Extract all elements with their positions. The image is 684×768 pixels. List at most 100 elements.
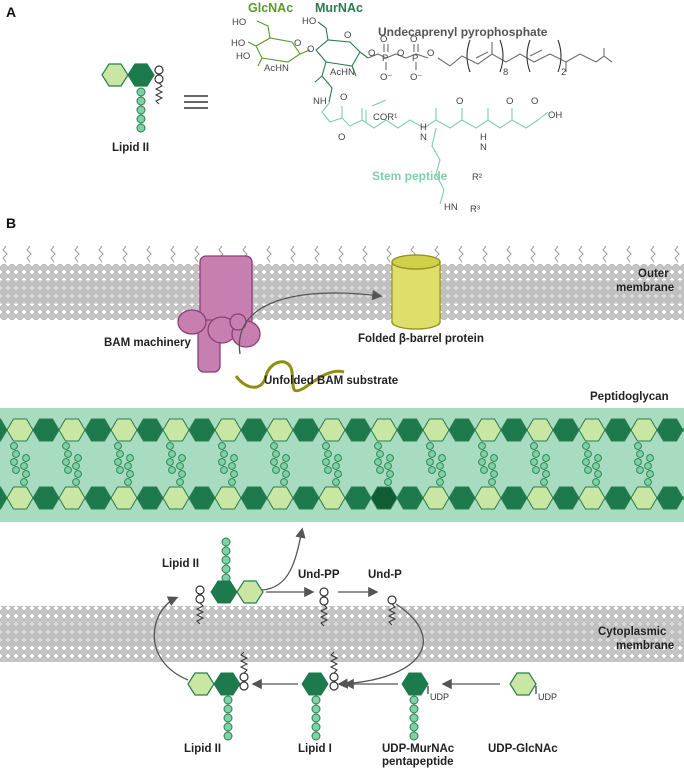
peptide-bead [646, 454, 654, 462]
peptide-bead [636, 466, 644, 474]
peptide-o-1: O [338, 132, 345, 143]
panel-a-label: A [6, 4, 16, 20]
equivalence-sign [184, 95, 208, 109]
peptide-bead [166, 442, 174, 450]
peptide-bead [22, 454, 30, 462]
outer-membrane-label-1: Outer [638, 268, 669, 280]
glcnac-ring-o: O [294, 38, 301, 49]
peptide-bead [644, 478, 652, 486]
peptide-o-4: O [531, 96, 538, 107]
peptide-bead [74, 470, 82, 478]
peptide-bead [478, 458, 486, 466]
und-p-label: Und-P [368, 569, 402, 581]
peptide-nh-1: NH [313, 96, 327, 107]
peptide-bead [322, 442, 330, 450]
pp-ominus-2: O⁻ [410, 72, 422, 83]
lipid1-icon [301, 651, 339, 741]
stem-peptide-structure: NH O COR¹ H N O H N O O OH R² HN R³ [313, 96, 562, 215]
peptide-bead [334, 470, 342, 478]
lps-tail [146, 245, 152, 263]
peptide-bead [584, 450, 592, 458]
peptide-bead [324, 466, 332, 474]
lps-tail [122, 245, 128, 263]
glycosidic-o: O [307, 44, 314, 55]
pyrophosphate-structure: O P O P O O O O⁻ O⁻ [367, 34, 434, 83]
lps-tail [626, 245, 632, 263]
peptide-bead [280, 462, 288, 470]
peptide-bead [270, 458, 278, 466]
peptide-bead [74, 454, 82, 462]
lps-tail [506, 245, 512, 263]
peptide-bead [636, 450, 644, 458]
peptide-bead [116, 450, 124, 458]
udp-label-murnac: UDP [430, 692, 449, 702]
peptide-bead [272, 450, 280, 458]
peptide-bead [62, 442, 70, 450]
peptide-bead [582, 458, 590, 466]
peptide-bead [384, 478, 392, 486]
bam-machinery [177, 255, 261, 373]
peptide-bead [374, 458, 382, 466]
lps-tail [386, 245, 392, 263]
glcnac-structure: HO HO HO AcHN O O [231, 17, 314, 74]
peptide-bead [438, 470, 446, 478]
lps-tail [50, 245, 56, 263]
peptide-h-2: H [480, 132, 487, 143]
panel-b-label: B [6, 215, 16, 231]
und-pp-label: Undecaprenyl pyrophosphate [378, 25, 548, 39]
lps-tail [74, 245, 80, 263]
peptide-bead [480, 450, 488, 458]
pp-dbl-o-1: O [380, 34, 387, 45]
murnac-ring-o: O [344, 30, 351, 41]
peptide-bead [584, 466, 592, 474]
bottom-udp-murnac-label-2: pentapeptide [382, 756, 454, 768]
peptide-bead [542, 470, 550, 478]
murnac-label: MurNAc [315, 1, 363, 15]
peptide-bead [126, 470, 134, 478]
peptide-bead [480, 466, 488, 474]
peptide-bead [220, 466, 228, 474]
r3-label: R³ [470, 204, 480, 215]
peptide-bead [230, 454, 238, 462]
lipid2-icon [101, 63, 164, 133]
peptide-bead [10, 442, 18, 450]
peptide-bead [114, 442, 122, 450]
peptide-bead [72, 462, 80, 470]
pp-p-2: P [412, 53, 418, 64]
peptide-bead [12, 466, 20, 474]
peptide-bead [436, 478, 444, 486]
peptide-bead [12, 450, 20, 458]
peptide-bead [124, 462, 132, 470]
peptide-bead [376, 466, 384, 474]
peptide-bead [594, 470, 602, 478]
lps-tail [650, 245, 656, 263]
lipid2-bottom-icon [187, 651, 249, 741]
peptide-bead [176, 478, 184, 486]
folded-barrel-label: Folded β-barrel protein [358, 333, 484, 345]
lps-tail [674, 245, 680, 263]
unfolded-substrate [234, 360, 345, 393]
peptide-bead [646, 470, 654, 478]
peptide-bead [374, 442, 382, 450]
peptide-n-1: N [420, 132, 427, 143]
peptidoglycan-layer [0, 408, 684, 522]
flippase-arrow [153, 596, 189, 681]
peptide-oh: OH [548, 110, 562, 121]
lps-tail [194, 245, 200, 263]
peptide-bead [324, 450, 332, 458]
outer-membrane [0, 245, 684, 320]
peptide-bead [282, 470, 290, 478]
peptide-bead [228, 478, 236, 486]
pp-o-1: O [368, 48, 375, 59]
murnac-ho: HO [302, 16, 316, 27]
peptide-bead [592, 462, 600, 470]
lps-tail [554, 245, 560, 263]
peptide-bead [178, 470, 186, 478]
peptide-bead [532, 466, 540, 474]
peptidoglycan-label: Peptidoglycan [590, 391, 669, 403]
peptide-bead [228, 462, 236, 470]
lps-tail [530, 245, 536, 263]
cor1-label: COR¹ [373, 112, 397, 123]
outer-membrane-label-2: membrane [616, 282, 674, 294]
